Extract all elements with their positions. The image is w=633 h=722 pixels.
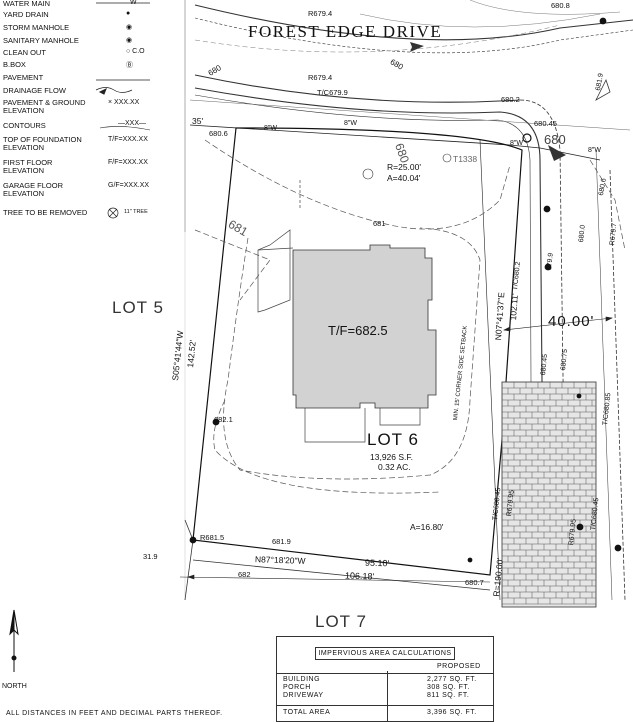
legend-yard-drain-symbol: ● — [126, 10, 131, 17]
table-row-porch-value: 308 SQ. FT. — [427, 684, 470, 691]
legend-ground-elevation: PAVEMENT & GROUND ELEVATION — [3, 98, 86, 115]
south-length-a: 95.10' — [364, 557, 390, 569]
legend-drainage-flow: DRAINAGE FLOW — [3, 86, 66, 95]
elev-681: 681 — [373, 219, 386, 228]
legend-top-of-foundation: TOP OF FOUNDATION ELEVATION — [3, 135, 82, 152]
legend-clean-out-symbol: ○ C.O — [126, 48, 145, 55]
east-length: 102.11' — [508, 293, 520, 321]
legend-ground-elevation-symbol: × XXX.XX — [108, 99, 140, 106]
pipe-label-b: 8"W — [344, 120, 357, 127]
contour-label-680-d: 680 — [544, 132, 566, 147]
pipe-label-c: 8"W — [510, 140, 523, 147]
north-label: NORTH — [2, 683, 27, 690]
row-dimension — [503, 316, 613, 332]
legend-garage-floor-symbol: G/F=XXX.XX — [108, 182, 150, 189]
distance-note: ALL DISTANCES IN FEET AND DECIMAL PARTS … — [6, 710, 223, 717]
table-row-driveway-value: 811 SQ. FT. — [427, 692, 470, 699]
legend-water-main: WATER MAIN — [3, 0, 51, 8]
house-footprint — [292, 244, 437, 409]
legend-symbols — [95, 2, 151, 219]
elev-680-6: 680.6 — [209, 129, 228, 138]
tree-symbols — [362, 153, 452, 180]
legend-first-floor-symbol: F/F=XXX.XX — [108, 159, 148, 166]
street-name: FOREST EDGE DRIVE — [248, 22, 443, 41]
elev-680-7: 680.7 — [465, 578, 484, 587]
elev-r679-4: R679.4 — [308, 73, 333, 82]
road-edges — [189, 0, 633, 601]
curve-radius: R=25.00' — [387, 162, 421, 172]
lot-6-boundary — [192, 127, 523, 576]
legend-pavement: PAVEMENT — [3, 73, 44, 82]
table-row-driveway-label: DRIVEWAY — [283, 692, 324, 699]
legend-b-box-symbol: Ⓑ — [126, 62, 133, 69]
elev-680-8: 680.8 — [551, 1, 570, 10]
legend-first-floor: FIRST FLOOR ELEVATION — [3, 158, 53, 175]
legend-contours: CONTOURS — [3, 121, 46, 130]
elev-r679-4-top: R679.4 — [308, 9, 333, 18]
south-dimension — [179, 574, 491, 583]
neighbor-lot-lines — [184, 519, 491, 601]
legend-contours-symbol: —XXX— — [118, 120, 147, 127]
lot-6-area-sf: 13,926 S.F. — [370, 452, 414, 462]
house-tf-elevation: T/F=682.5 — [328, 323, 388, 338]
curve-arc: A=40.04' — [387, 173, 421, 183]
legend-clean-out: CLEAN OUT — [3, 48, 46, 57]
table-total-label: TOTAL AREA — [283, 709, 331, 716]
elev-682-1: 682.1 — [214, 415, 233, 424]
elev-680-2: 680.2 — [501, 95, 520, 104]
lot-6-area-ac: 0.32 AC. — [378, 462, 411, 472]
impervious-area-table: IMPERVIOUS AREA CALCULATIONS PROPOSED BU… — [276, 636, 494, 722]
pipe-label-a: 8"W — [264, 125, 277, 132]
pipe-label-d: 8"W — [588, 147, 601, 154]
lot-5-label: LOT 5 — [112, 298, 164, 317]
driveway-pavers — [501, 381, 597, 608]
table-row-building-value: 2,277 SQ. FT. — [427, 676, 477, 683]
legend-tree-symbol: 11" TREE — [124, 209, 148, 215]
flow-arrows — [410, 42, 611, 161]
legend-sanitary-manhole-symbol: ◉ — [126, 37, 133, 44]
north-arrow-icon — [9, 609, 19, 672]
table-row-building-label: BUILDING — [283, 676, 321, 683]
table-total-value: 3,396 SQ. FT. — [427, 709, 477, 716]
lot-6-label: LOT 6 — [367, 430, 419, 449]
legend-storm-manhole-symbol: ◉ — [126, 24, 133, 31]
elev-r681-5: R681.5 — [200, 533, 225, 542]
elev-31-9: 31.9 — [143, 552, 158, 561]
table-title: IMPERVIOUS AREA CALCULATIONS — [315, 647, 455, 660]
table-row-porch-label: PORCH — [283, 684, 311, 691]
contours — [194, 139, 626, 494]
legend-garage-floor: GARAGE FLOOR ELEVATION — [3, 181, 64, 198]
elev-680-45: 680.45 — [534, 119, 557, 128]
legend-water-main-symbol: W — [130, 0, 137, 6]
elev-681-9: 681.9 — [272, 537, 291, 546]
south-bearing: N87°18'20"W — [254, 554, 306, 566]
driveway-outline — [257, 180, 421, 443]
south-length-b: 106.18' — [344, 570, 375, 582]
legend-top-of-foundation-symbol: T/F=XXX.XX — [108, 136, 148, 143]
legend-tree-removed: TREE TO BE REMOVED — [3, 208, 88, 217]
legend-sanitary-manhole: SANITARY MANHOLE — [3, 36, 79, 45]
front-dim: 35' — [192, 116, 204, 126]
elev-tc679-9: T/C679.9 — [317, 88, 348, 97]
legend-b-box: B.BOX — [3, 60, 26, 69]
curve-2-arc: A=16.80' — [410, 522, 444, 532]
utility-structures — [189, 17, 622, 563]
legend-storm-manhole: STORM MANHOLE — [3, 23, 70, 32]
table-column-header: PROPOSED — [437, 663, 481, 670]
lot-7-label: LOT 7 — [315, 612, 367, 631]
contour-label-682: 682 — [238, 570, 251, 579]
tree-tag: T1338 — [453, 154, 478, 164]
row-width: 40.00' — [548, 313, 595, 330]
legend-yard-drain: YARD DRAIN — [3, 10, 49, 19]
legend: WATER MAIN W YARD DRAIN ● STORM MANHOLE … — [0, 0, 185, 230]
